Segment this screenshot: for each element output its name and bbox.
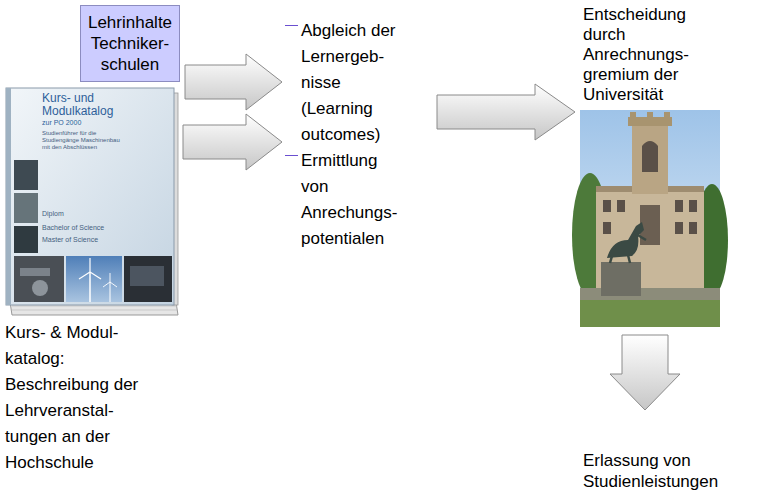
content-box: Lehrinhalte Techniker- schulen — [80, 5, 180, 82]
cover-title: Kurs- und Modulkatalog — [42, 92, 132, 118]
block-arrow — [437, 84, 575, 140]
panel-heading: Entscheidung durch Anrechnungs- gremium … — [580, 5, 708, 105]
cover-subtitle: zur PO 2000 — [42, 119, 132, 127]
block-arrow — [183, 114, 282, 170]
box-text: Lehrinhalte Techniker- schulen — [85, 12, 175, 75]
degree-name: Master of Science — [42, 236, 142, 244]
degree-name: Bachelor of Science — [42, 224, 142, 232]
degree-name: Diplom — [42, 210, 142, 218]
cover-note: Studienführer für die Studiengänge Masch… — [42, 130, 126, 151]
decision-panel: Entscheidung durch Anrechnungs- gremium … — [580, 5, 720, 327]
block-arrow — [610, 335, 680, 410]
bullet-text: Abgleich der Lernergeb- nisse (Learning … — [285, 18, 405, 148]
book-caption: Kurs- & Modul- katalog: Beschreibung der… — [5, 320, 150, 476]
block-arrow — [185, 54, 282, 110]
book-illustration — [6, 88, 178, 315]
bullet-text: Ermittlung von Anrechungs- potentialen — [285, 148, 405, 252]
result-label: Erlassung von Studienleistungen — [583, 450, 728, 492]
result-text: Erlassung von Studienleistungen — [583, 450, 733, 492]
bullet-list: Abgleich der Lernergeb- nisse (Learning … — [285, 18, 435, 252]
university-photo — [572, 110, 728, 327]
catalog-book: Kurs- und Modulkatalogzur PO 2000Studien… — [5, 88, 178, 315]
